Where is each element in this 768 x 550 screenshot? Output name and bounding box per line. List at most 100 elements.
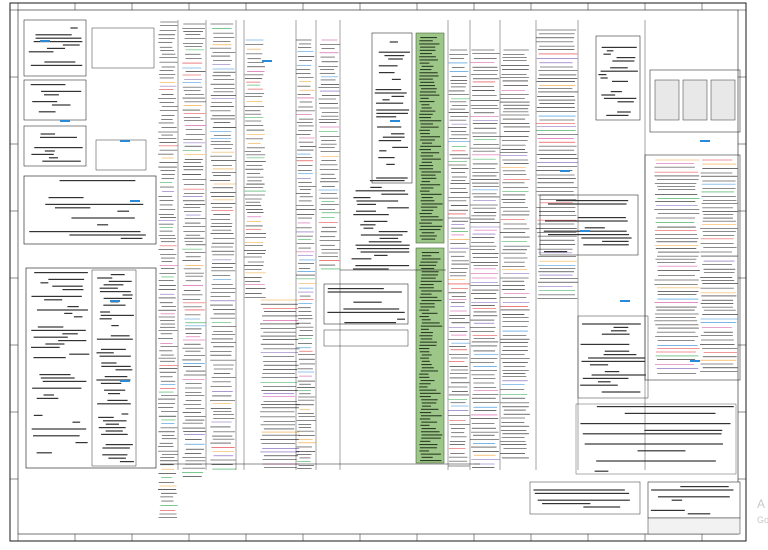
pin-label-line [419, 383, 431, 385]
label-text-line [583, 506, 621, 508]
pin-label-line [419, 113, 433, 115]
label-text-line [384, 55, 405, 57]
label-text-line [97, 403, 131, 405]
label-text-line [42, 160, 81, 162]
label-text-line [651, 489, 734, 491]
label-text-line [580, 384, 618, 386]
pin-label-line [419, 229, 441, 231]
pin-label-line [420, 261, 438, 263]
label-text-line [117, 210, 130, 212]
pin-label-line [419, 85, 435, 87]
pin-label-line [420, 357, 429, 359]
pin-label-line [420, 328, 429, 330]
pin-label-line [421, 255, 432, 257]
label-text-line [603, 97, 637, 99]
label-text-line [382, 99, 390, 101]
label-text-line [582, 433, 722, 435]
pin-label-line [419, 190, 430, 192]
label-text-line [606, 114, 629, 116]
label-text-line [101, 433, 128, 435]
label-text-line [34, 147, 83, 149]
label-text-line [100, 348, 126, 350]
pin-label-line [421, 181, 430, 183]
pin-label-line [420, 206, 438, 208]
label-text-line [680, 486, 729, 488]
label-text-line [351, 258, 372, 260]
label-text-line [98, 416, 114, 418]
pin-label-line [421, 421, 438, 423]
label-text-line [70, 27, 78, 29]
pin-label-line [419, 222, 432, 224]
label-text-line [589, 364, 609, 366]
pin-label-line [421, 203, 443, 205]
label-text-line [584, 227, 605, 229]
label-text-line [375, 89, 402, 91]
label-text-line [637, 450, 686, 452]
label-text-line [59, 180, 136, 182]
revision-block [647, 517, 741, 535]
label-text-line [38, 111, 56, 113]
pin-label-line [420, 325, 443, 327]
label-text-line [534, 492, 630, 494]
label-text-line [376, 109, 410, 111]
label-text-line [327, 311, 405, 313]
label-text-line [96, 352, 114, 354]
label-text-line [40, 133, 56, 135]
label-text-line [97, 224, 109, 226]
component-labels [28, 27, 734, 515]
pin-label-line [419, 213, 432, 215]
label-text-line [391, 133, 405, 135]
pin-label-line [421, 274, 438, 276]
label-text-line [41, 90, 82, 92]
label-text-line [96, 338, 133, 340]
label-text-line [355, 190, 406, 192]
label-text-line [391, 78, 401, 80]
label-text-line [355, 244, 410, 246]
label-text-line [363, 220, 388, 222]
label-text-line [99, 287, 118, 289]
label-text-line [547, 234, 630, 236]
label-text-line [31, 329, 86, 331]
left-mid-box [23, 125, 87, 167]
label-text-line [327, 288, 384, 290]
label-text-line [598, 74, 607, 76]
label-text-line [31, 346, 60, 348]
label-text-line [105, 430, 123, 432]
label-text-line [31, 295, 82, 297]
pin-label-line [420, 284, 434, 286]
pin-label-line [420, 280, 442, 282]
label-text-line [52, 285, 83, 287]
blue-callout [580, 230, 590, 232]
label-text-line [601, 94, 616, 96]
label-text-line [46, 47, 66, 49]
label-text-line [583, 244, 629, 246]
label-text-line [657, 496, 730, 498]
pin-label-line [421, 238, 436, 240]
label-text-line [29, 231, 141, 233]
label-text-line [360, 234, 403, 236]
label-text-line [356, 200, 399, 202]
pin-label-line [420, 126, 439, 128]
label-text-line [613, 326, 629, 328]
label-text-line [610, 67, 628, 69]
label-text-line [99, 291, 131, 293]
pin-label-line [421, 177, 437, 179]
pin-label-line [419, 149, 432, 151]
label-text-line [32, 387, 82, 389]
pin-label-line [419, 235, 437, 237]
pin-label-line [419, 412, 432, 414]
label-text-line [596, 460, 716, 462]
label-text-line [577, 217, 626, 219]
label-text-line [37, 326, 64, 328]
label-text-line [597, 381, 611, 383]
label-text-line [603, 354, 637, 356]
pin-label-line [419, 78, 433, 80]
label-text-line [547, 203, 627, 205]
watermark-line-2: Go [757, 515, 768, 525]
sheet-inner-border [17, 9, 739, 535]
label-text-line [119, 461, 134, 463]
pin-label-line [419, 309, 430, 311]
label-text-line [35, 37, 82, 39]
label-text-line [580, 423, 731, 425]
blue-callout [690, 360, 700, 362]
